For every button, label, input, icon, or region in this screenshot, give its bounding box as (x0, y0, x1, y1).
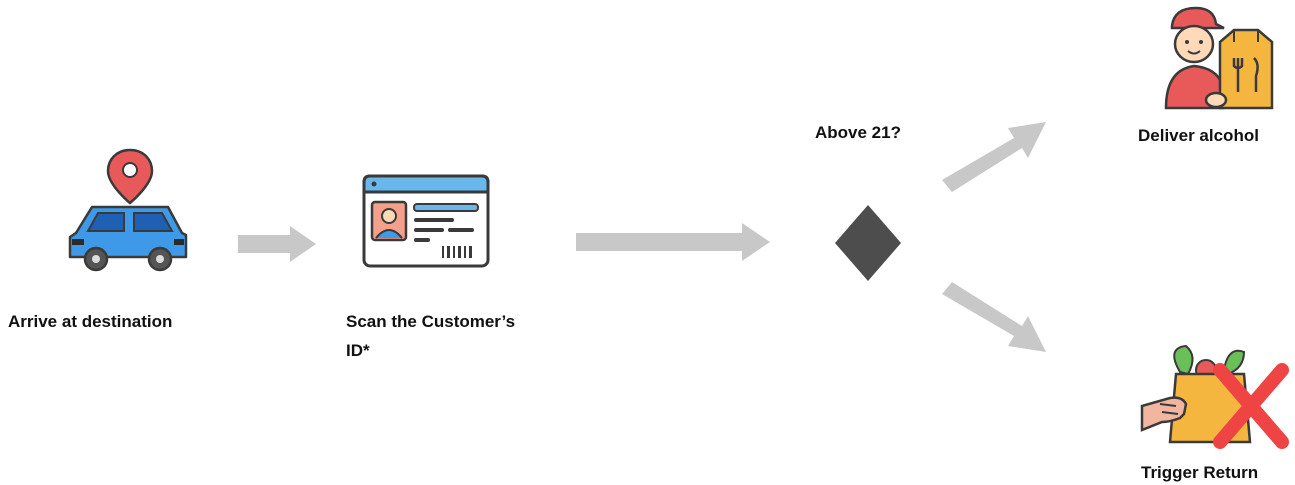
id-card-icon (362, 174, 490, 268)
delivery-person-icon (1160, 4, 1280, 112)
flow-arrow-yes (940, 118, 1050, 198)
flow-arrow-no (940, 278, 1050, 358)
flow-arrow-2 (576, 223, 770, 261)
outcome-return-label: Trigger Return (1141, 463, 1259, 482)
step-arrive-label: Arrive at destination (8, 312, 173, 331)
decision-diamond-icon (835, 205, 901, 281)
return-package-icon (1140, 342, 1290, 452)
decision-label: Above 21? (815, 123, 901, 142)
outcome-deliver-label: Deliver alcohol (1138, 126, 1259, 145)
step-scan-label-line1: Scan the Customer’s (346, 312, 516, 331)
car-location-icon (62, 145, 192, 275)
step-scan-label-line2: ID* (346, 341, 370, 360)
flow-arrow-1 (238, 226, 316, 262)
